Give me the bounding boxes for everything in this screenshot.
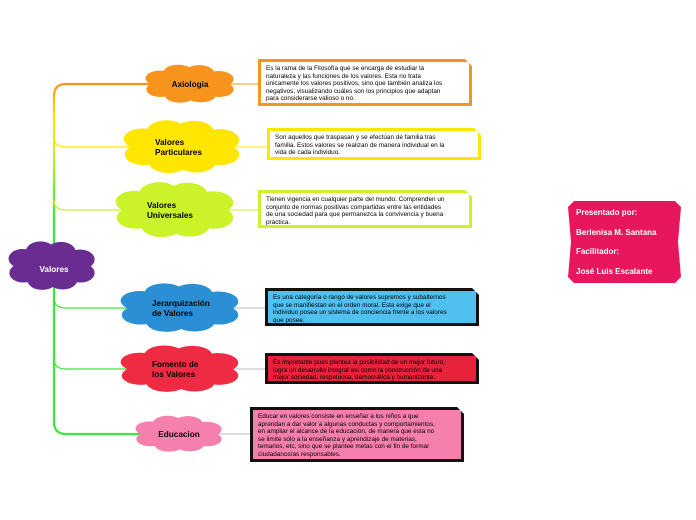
description-line: mejor sociedad, respetuosa, democrática …	[273, 374, 435, 382]
cloud-node-axiologia[interactable]	[145, 64, 234, 103]
credits-facilitator-label: Facilitador:	[576, 247, 620, 256]
cloud-label-particulares-line-2: Particulares	[155, 148, 202, 157]
description-line: individuo posea un sistema de conciencia…	[273, 309, 447, 317]
description-line: para considerarse valioso o no.	[266, 95, 355, 103]
description-line: logra un desarrollo integral así como la…	[273, 366, 443, 374]
credits-presenter-name: Berlenisa M. Santana	[576, 227, 657, 237]
branch-line-universales	[53, 199, 123, 211]
description-line: que posee.	[273, 316, 305, 324]
cloud-node-educacion[interactable]	[135, 415, 222, 452]
branch-line-fomento	[53, 358, 128, 370]
description-line: conjunto de normas positivas compartidas…	[266, 203, 442, 211]
description-box-fomento: Es importante pues plantea la posibilida…	[265, 353, 479, 384]
description-line: se limite sólo a la enseñanza y aprendiz…	[258, 435, 417, 443]
cloud-label-fomento-line-2: los Valores	[152, 370, 196, 379]
description-line: que se manifiestan en el orden moral. Es…	[273, 301, 431, 309]
description-line: ciudadanos/as responsables.	[258, 450, 341, 458]
cloud-label-universales-line-2: Universales	[147, 211, 193, 220]
description-line: Es importante pues plantea la posibilida…	[273, 359, 445, 366]
cloud-label-universales-line-1: Valores	[147, 201, 177, 210]
cloud-label-axiologia: Axiologia	[172, 80, 209, 89]
description-line: Tienen vigencia en cualquier parte del m…	[266, 196, 445, 203]
description-line: Educar en valores consiste en enseñar a …	[258, 413, 419, 420]
description-line: familia. Estos valores se realizan de ma…	[275, 141, 445, 149]
cloud-node-fomento[interactable]	[120, 345, 239, 392]
cloud-label-jerarquizacion-line-1: Jerarquización	[152, 299, 210, 308]
description-line: de una sociedad para que permanezca la c…	[266, 211, 444, 219]
credits-presented-label: Presentado por:	[576, 208, 638, 217]
root-node-valores[interactable]	[8, 241, 95, 290]
connector-lines	[52, 82, 267, 436]
description-box-educacion: Educar en valores consiste en enseñar a …	[250, 407, 464, 462]
cloud-label-particulares-line-1: Valores	[155, 138, 185, 147]
description-line: temarios, etc, sino que se plantee metas…	[258, 443, 430, 451]
cloud-node-particulares[interactable]	[123, 120, 240, 173]
root-node-label: Valores	[39, 265, 69, 274]
description-line: aprendan a dar valor a algunas conductas…	[258, 420, 435, 428]
cloud-node-universales[interactable]	[115, 182, 234, 238]
description-line: negativos, visualizando cuáles son los p…	[266, 87, 441, 95]
cloud-label-fomento-line-1: Fomento de	[152, 360, 199, 369]
description-box-axiologia: Es la rama de la Filosofía que se encarg…	[258, 59, 472, 106]
description-box-particulares: Son aquellos que traspasan y se efectúan…	[267, 128, 481, 160]
cloud-label-jerarquizacion-line-2: de Valores	[152, 309, 193, 318]
cloud-node-jerarquizacion[interactable]	[120, 283, 239, 332]
cloud-nodes: ValoresAxiologiaValoresParticularesValor…	[8, 64, 240, 452]
credits-panel: Presentado por: Berlenisa M. Santana Fac…	[568, 201, 681, 283]
description-line: vida de cada individuo.	[275, 149, 341, 157]
description-line: práctica.	[266, 218, 291, 226]
trunk-line-lower	[52, 270, 67, 436]
description-line: únicamente los valores positivos, sino q…	[266, 80, 443, 88]
description-box-jerarquizacion: Es una categoría o rango de valores supr…	[265, 288, 479, 326]
description-line: Es la rama de la Filosofía que se encarg…	[266, 65, 425, 72]
cloud-label-educacion: Educacion	[158, 430, 199, 439]
description-line: en ampliar el alcance de la educación, d…	[258, 428, 435, 436]
trunk-line-upper	[52, 82, 67, 270]
description-line: naturaleza y las funciones de los valore…	[266, 72, 421, 80]
branch-line-particulares	[53, 136, 131, 148]
branch-line-jerarquizacion	[53, 297, 128, 309]
description-box-universales: Tienen vigencia en cualquier parte del m…	[258, 190, 472, 228]
description-line: Es una categoría o rango de valores supr…	[273, 294, 446, 301]
credits-facilitator-name: José Luis Escalante	[576, 266, 653, 276]
description-line: Son aquellos que traspasan y se efectúan…	[275, 134, 436, 141]
